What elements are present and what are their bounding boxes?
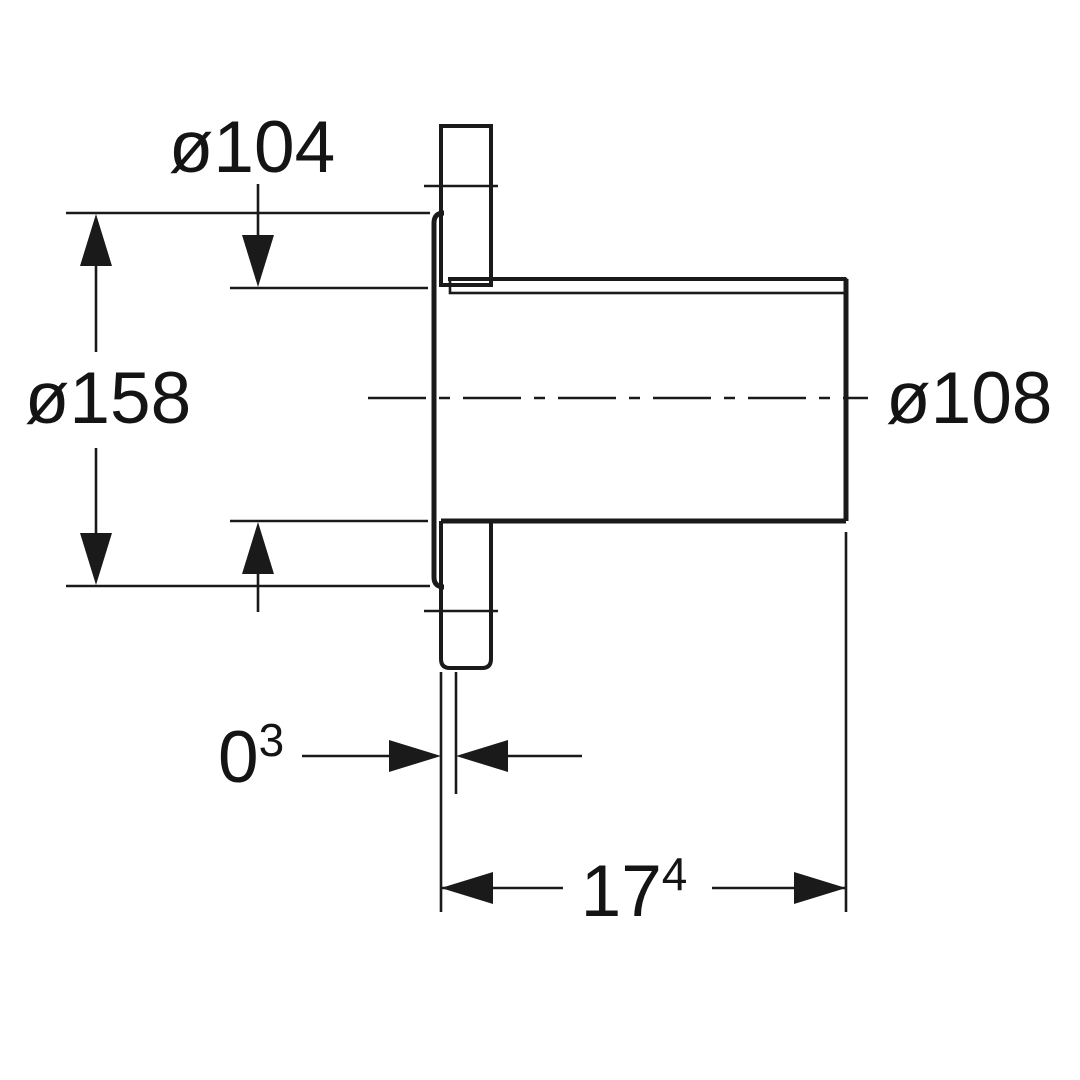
flange-collar-face xyxy=(431,210,445,590)
dim-length-superscript: 4 xyxy=(662,848,688,900)
arrowhead-down-icon xyxy=(242,235,274,287)
pipe-wall-section xyxy=(448,277,848,295)
dim-offset-value: 0 xyxy=(218,717,259,798)
arrowhead-up-icon xyxy=(80,214,112,266)
dim-length-value: 17 xyxy=(581,851,662,932)
arrowhead-right-icon xyxy=(794,872,846,904)
dimension-insertion-length: 174 xyxy=(439,532,848,932)
arrowhead-down-icon xyxy=(80,533,112,585)
pipe-flange-section xyxy=(424,124,849,670)
dim-label-length: 174 xyxy=(581,848,688,932)
dim-label-108: ø108 xyxy=(886,358,1052,439)
dimension-flange-outer-diameter: ø158 xyxy=(25,211,430,588)
dim-label-104: ø104 xyxy=(169,107,335,188)
flange-ring-lower-view xyxy=(439,521,493,670)
dim-offset-superscript: 3 xyxy=(259,714,285,766)
flange-ring-upper-section xyxy=(439,124,493,287)
dimension-offset: 03 xyxy=(218,672,582,798)
arrowhead-up-icon xyxy=(242,522,274,574)
dim-label-158: ø158 xyxy=(25,358,191,439)
arrowhead-right-icon xyxy=(389,740,441,772)
arrowhead-left-icon xyxy=(456,740,508,772)
dim-label-offset: 03 xyxy=(218,714,284,798)
dimension-pipe-outer-diameter: ø108 xyxy=(886,358,1052,439)
dimension-inner-diameter: ø104 xyxy=(169,107,428,612)
